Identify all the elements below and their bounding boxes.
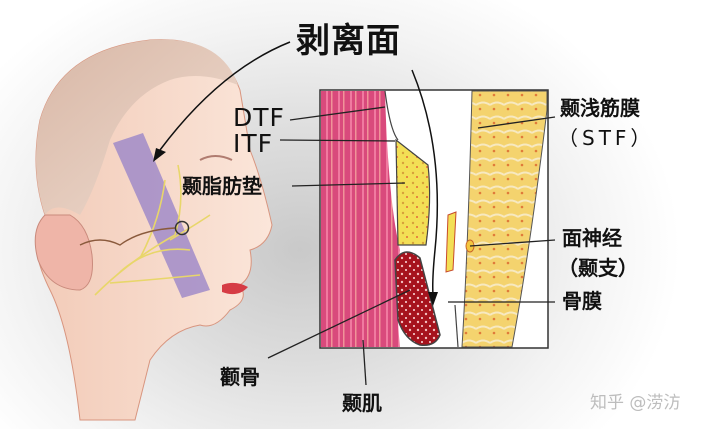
lips — [222, 282, 248, 295]
label-facial-nerve-branch: （颞支） — [558, 256, 638, 280]
dissection-band — [113, 133, 210, 298]
temporalis-muscle — [321, 91, 400, 347]
leader-lines — [267, 106, 556, 386]
label-itf: ITF — [233, 129, 274, 158]
watermark: 知乎 @涝汸 — [590, 393, 681, 413]
stf-layer — [461, 90, 548, 348]
label-facial-nerve: 面神经 — [562, 226, 622, 250]
label-stf-en: （STF） — [558, 126, 655, 150]
label-dtf: DTF — [233, 103, 285, 132]
ear — [34, 214, 93, 291]
label-periosteum: 骨膜 — [562, 289, 602, 313]
fat-pad — [395, 138, 431, 246]
zygoma-bone — [394, 251, 441, 347]
label-stf-cn: 颞浅筋膜 — [560, 96, 640, 120]
title-dissection-plane: 剥离面 — [296, 21, 401, 61]
label-temporal-fat-pad: 颞脂肪垫 — [182, 174, 262, 198]
facial-nerve-branches — [94, 164, 211, 296]
highlight-circle — [174, 220, 190, 236]
label-temporalis: 颞肌 — [342, 391, 382, 415]
label-zygoma: 颧骨 — [220, 365, 260, 389]
